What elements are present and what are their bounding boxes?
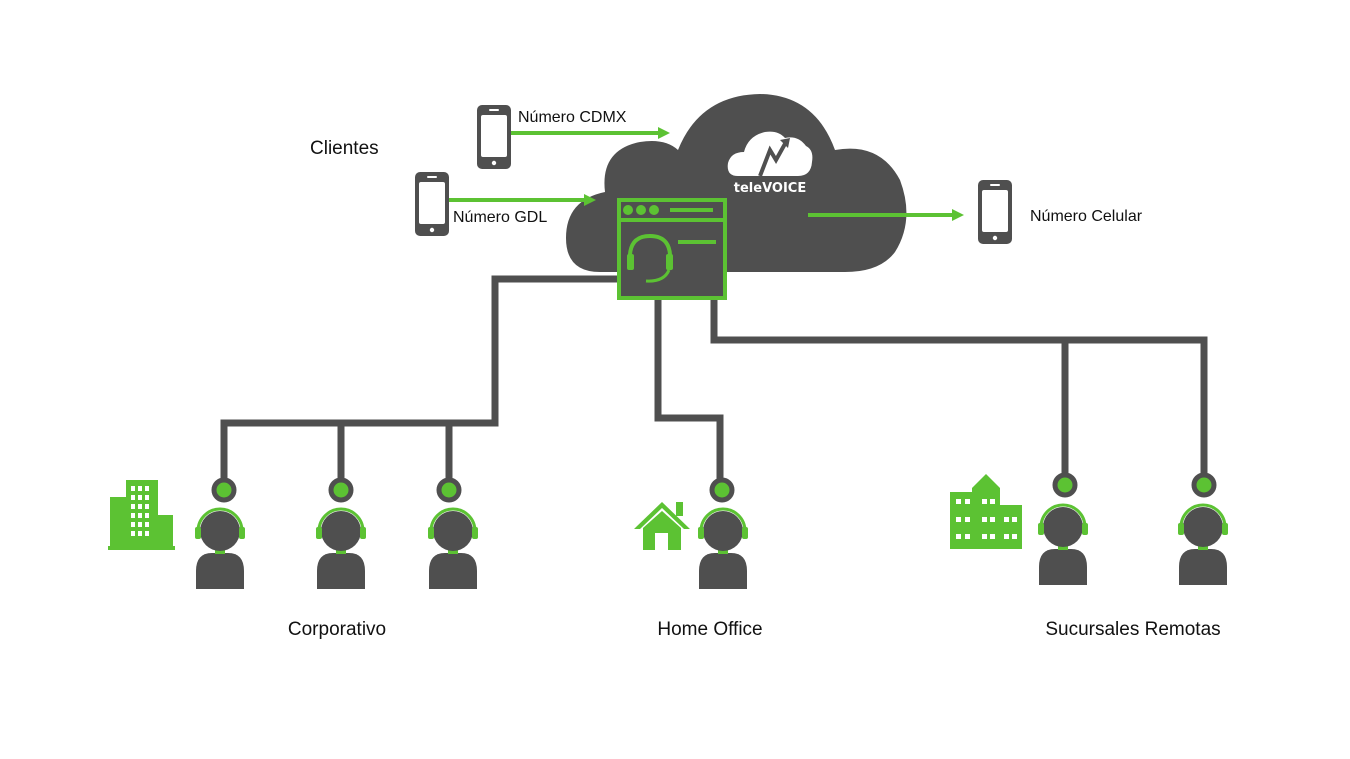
clientes-label: Clientes [310,138,379,159]
numero-cdmx-label: Número CDMX [518,109,627,126]
agent-headset-icon [314,507,368,591]
agent-headset-icon [193,507,247,591]
home-office-label: Home Office [657,619,762,640]
office-building-icon [108,480,175,550]
logo-text: teleVOICE [734,181,806,196]
sucursales-remotas-label: Sucursales Remotas [1045,619,1220,640]
agent-headset-icon [696,507,750,591]
home-icon [634,502,690,550]
connection-node [712,480,732,500]
connection-node [1194,475,1214,495]
connection-node [439,480,459,500]
phone-icon [477,105,511,169]
connection-node [214,480,234,500]
agent-headset-icon [426,507,480,591]
branch-building-icon [950,474,1022,549]
numero-celular-label: Número Celular [1030,208,1143,225]
phone-icon [978,180,1012,244]
connector-lines [220,275,1208,488]
televoice-logo: teleVOICE [727,131,813,196]
connection-node [1055,475,1075,495]
connection-node [331,480,351,500]
phone-icon [415,172,449,236]
corporativo-label: Corporativo [288,619,386,640]
call-center-console-icon [617,198,727,300]
numero-gdl-label: Número GDL [453,209,547,226]
agent-headset-icon [1036,503,1090,587]
call-flow-arrows [436,127,964,221]
agent-headset-icon [1176,503,1230,587]
